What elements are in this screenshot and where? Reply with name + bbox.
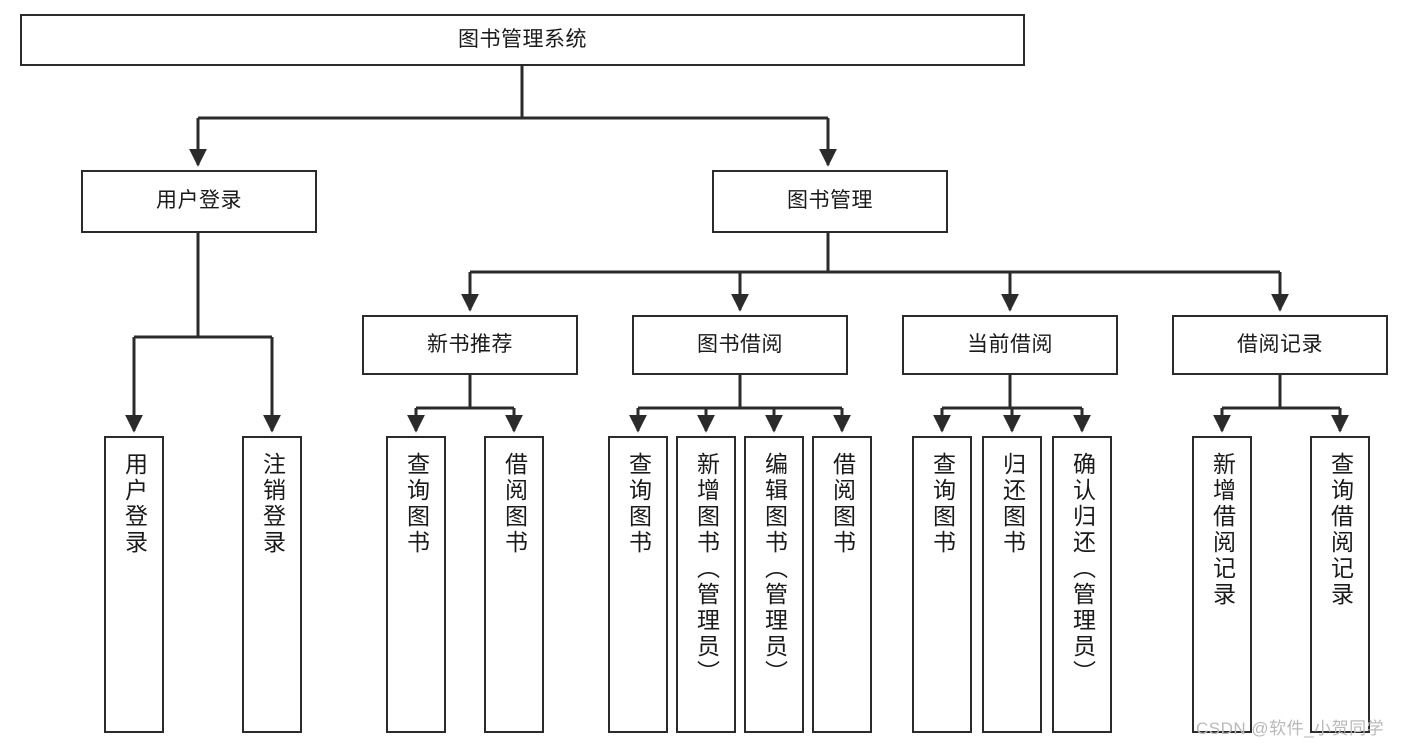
node-new-book-recommend[interactable]: 新书推荐	[362, 315, 578, 375]
node-leaf-borrow-add-book[interactable]: 新增图书（管理员）	[676, 436, 736, 733]
node-leaf-user-logout[interactable]: 注销登录	[242, 436, 302, 733]
node-leaf-record-query[interactable]: 查询借阅记录	[1310, 436, 1370, 733]
node-leaf-user-login-label: 用户登录	[121, 452, 148, 556]
node-leaf-user-login[interactable]: 用户登录	[104, 436, 164, 733]
node-leaf-recommend-borrow-book[interactable]: 借阅图书	[484, 436, 544, 733]
csdn-watermark: CSDN @软件_小贺同学	[1196, 719, 1385, 738]
node-leaf-borrow-borrow-book-label: 借阅图书	[829, 452, 856, 556]
node-borrow-record[interactable]: 借阅记录	[1172, 315, 1388, 375]
node-leaf-borrow-edit-book[interactable]: 编辑图书（管理员）	[744, 436, 804, 733]
node-root[interactable]: 图书管理系统	[20, 14, 1025, 66]
node-leaf-current-return-book[interactable]: 归还图书	[982, 436, 1042, 733]
node-book-borrow[interactable]: 图书借阅	[632, 315, 848, 375]
node-leaf-current-query-book-label: 查询图书	[929, 452, 956, 556]
node-leaf-borrow-borrow-book[interactable]: 借阅图书	[812, 436, 872, 733]
node-leaf-record-add[interactable]: 新增借阅记录	[1192, 436, 1252, 733]
node-new-book-recommend-label: 新书推荐	[427, 332, 513, 356]
node-root-label: 图书管理系统	[458, 27, 587, 51]
node-leaf-user-logout-label: 注销登录	[259, 452, 286, 556]
node-user-login-label: 用户登录	[156, 189, 242, 213]
node-leaf-record-add-label: 新增借阅记录	[1209, 452, 1236, 608]
node-leaf-borrow-query-book-label: 查询图书	[625, 452, 652, 556]
node-leaf-recommend-query-book-label: 查询图书	[403, 452, 430, 556]
node-current-borrow-label: 当前借阅	[967, 332, 1053, 356]
node-current-borrow[interactable]: 当前借阅	[902, 315, 1118, 375]
node-user-login[interactable]: 用户登录	[81, 170, 317, 233]
node-book-manage[interactable]: 图书管理	[712, 170, 948, 233]
node-book-manage-label: 图书管理	[787, 189, 873, 213]
node-leaf-current-query-book[interactable]: 查询图书	[912, 436, 972, 733]
node-leaf-borrow-query-book[interactable]: 查询图书	[608, 436, 668, 733]
node-book-borrow-label: 图书借阅	[697, 332, 783, 356]
node-leaf-borrow-add-book-label: 新增图书（管理员）	[693, 452, 720, 686]
node-leaf-current-confirm-return-label: 确认归还（管理员）	[1069, 452, 1096, 686]
node-leaf-recommend-borrow-book-label: 借阅图书	[501, 452, 528, 556]
node-leaf-borrow-edit-book-label: 编辑图书（管理员）	[761, 452, 788, 686]
node-borrow-record-label: 借阅记录	[1237, 332, 1323, 356]
node-leaf-current-return-book-label: 归还图书	[999, 452, 1026, 556]
node-leaf-recommend-query-book[interactable]: 查询图书	[386, 436, 446, 733]
node-leaf-current-confirm-return[interactable]: 确认归还（管理员）	[1052, 436, 1112, 733]
node-leaf-record-query-label: 查询借阅记录	[1327, 452, 1354, 608]
